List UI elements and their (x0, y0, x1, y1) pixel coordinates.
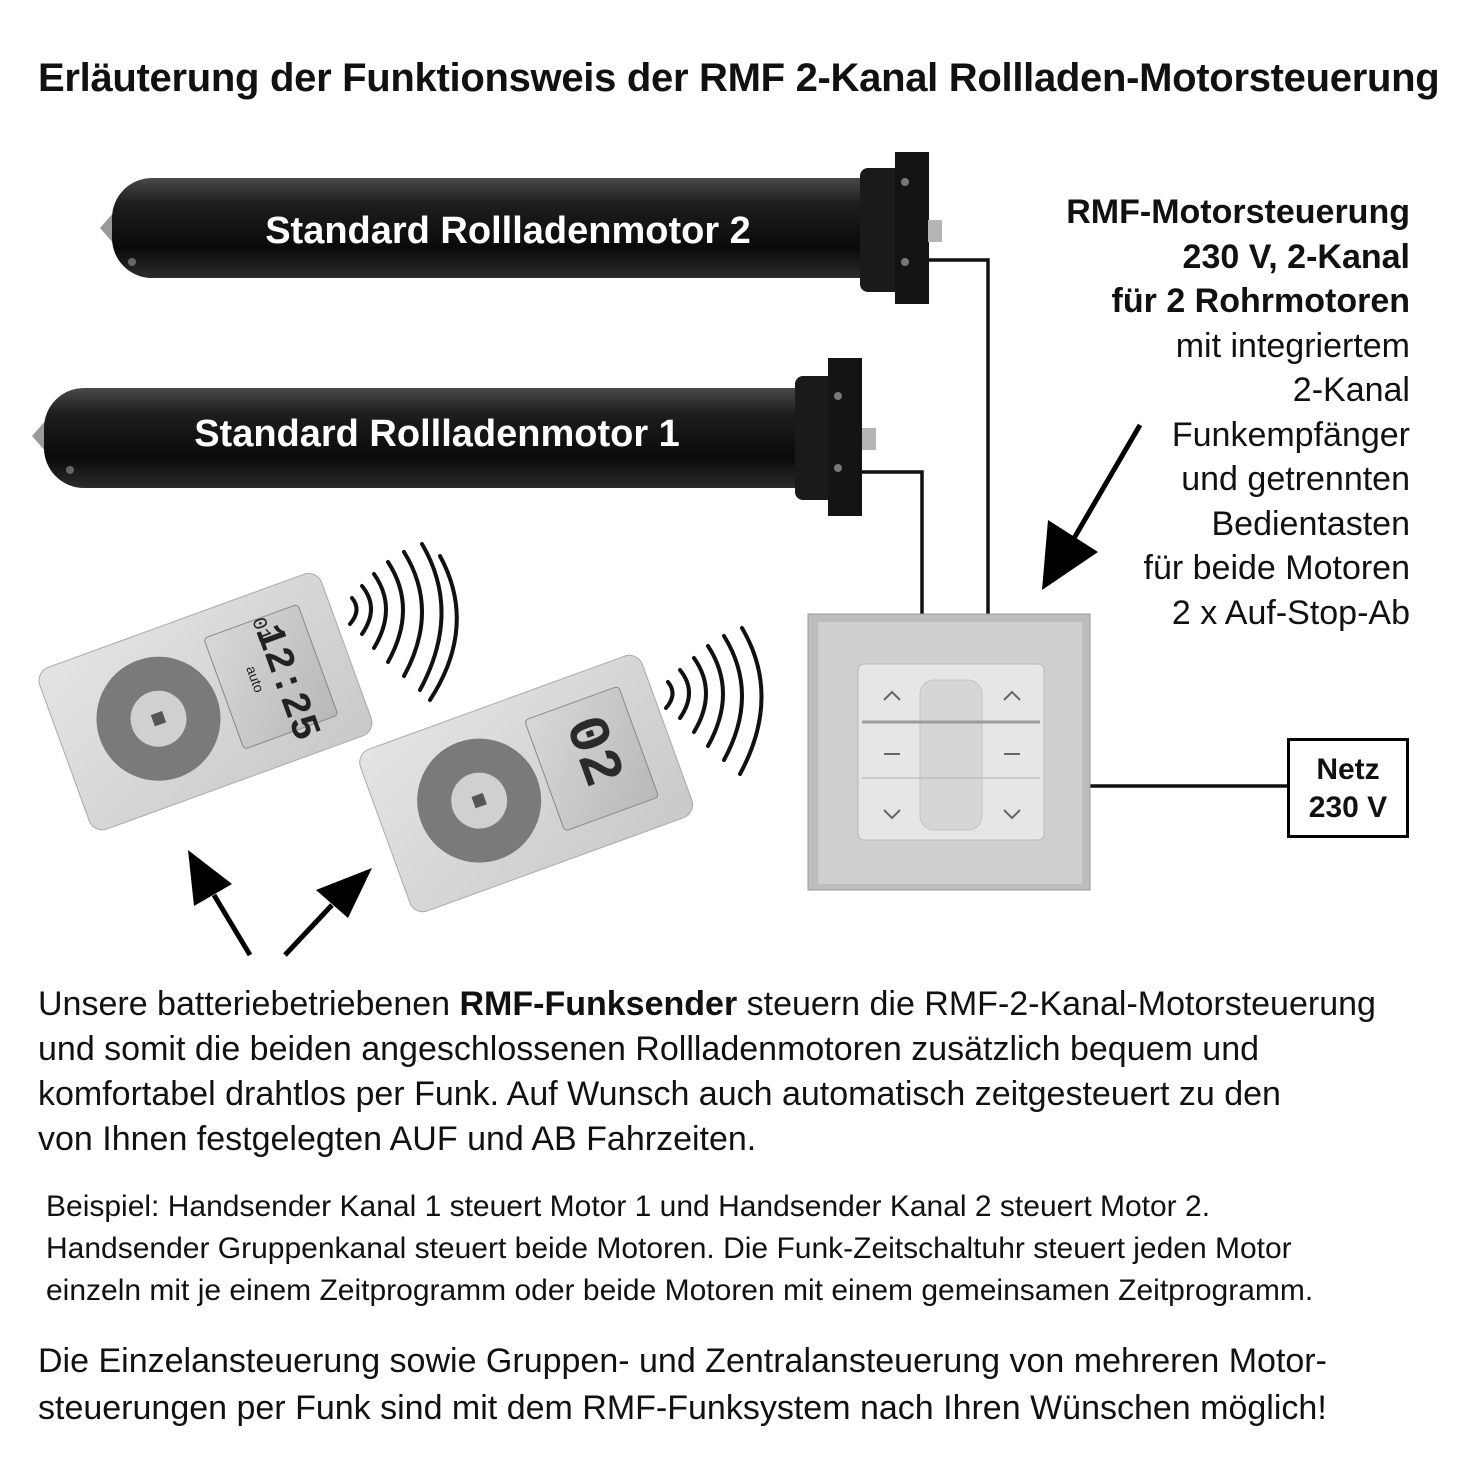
desc-bold-line: RMF-Motorsteuerung (1066, 193, 1410, 231)
p3-line: Die Einzelansteuerung sowie Gruppen- und… (38, 1342, 1327, 1380)
power-box-line1: Netz (1316, 753, 1380, 786)
radio-waves-2-icon (664, 626, 764, 776)
controller-panel (807, 613, 1091, 891)
remote-handheld (359, 654, 694, 913)
p2-line: einzeln mit je einem Zeitprogramm oder b… (46, 1274, 1314, 1307)
p1-bold: RMF-Funksender (459, 985, 738, 1023)
page-title: Erläuterung der Funktionsweis der RMF 2-… (38, 56, 1440, 100)
paragraph-1: Unsere batteriebetriebenen RMF-Funksende… (38, 982, 1376, 1162)
arrow-to-remote2-icon (283, 868, 372, 957)
desc-bold-line: für 2 Rohrmotoren (1111, 282, 1410, 320)
motor-2-label: Standard Rollladenmotor 2 (265, 210, 751, 252)
paragraph-2: Beispiel: Handsender Kanal 1 steuert Mot… (46, 1186, 1313, 1312)
remote-timer (38, 572, 373, 831)
p1-text: Unsere batteriebetriebenen (38, 985, 460, 1023)
p1-line: von Ihnen festgelegten AUF und AB Fahrze… (38, 1120, 757, 1158)
desc-line: für beide Motoren (1143, 549, 1411, 587)
p2-line: Handsender Gruppenkanal steuert beide Mo… (46, 1232, 1292, 1265)
motor-1 (32, 358, 876, 516)
ch1-up-icon (883, 690, 901, 701)
ch1-down-icon (883, 809, 901, 820)
desc-line: Funkempfänger (1171, 415, 1410, 454)
ch2-up-icon (1003, 690, 1021, 701)
controller-description: RMF-Motorsteuerung 230 V, 2-Kanal für 2 … (1066, 190, 1410, 635)
p3-line: steuerungen per Funk sind mit dem RMF-Fu… (38, 1389, 1327, 1427)
desc-line: mit integriertem (1175, 326, 1410, 365)
desc-line: 2 x Auf-Stop-Ab (1171, 593, 1410, 632)
arrow-to-controller-icon (1042, 423, 1143, 590)
power-box: Netz 230 V (1287, 738, 1409, 838)
desc-line: und getrennten (1181, 460, 1410, 498)
p2-line: Beispiel: Handsender Kanal 1 steuert Mot… (46, 1190, 1211, 1223)
ch2-down-icon (1003, 809, 1021, 820)
p1-line: komfortabel drahtlos per Funk. Auf Wunsc… (38, 1075, 1281, 1113)
wire-motor1 (860, 470, 924, 615)
motor-2 (100, 152, 942, 304)
motor-1-label: Standard Rollladenmotor 1 (194, 413, 680, 455)
desc-line: 2-Kanal (1292, 371, 1410, 409)
wire-motor2 (925, 258, 990, 615)
paragraph-3: Die Einzelansteuerung sowie Gruppen- und… (38, 1338, 1327, 1432)
radio-waves-1-icon (348, 542, 459, 702)
desc-line: Bedientasten (1211, 504, 1411, 543)
p1-text: steuern die RMF-2-Kanal-Motorsteuerung (737, 985, 1376, 1023)
arrow-to-remote1-icon (188, 850, 253, 957)
desc-bold-line: 230 V, 2-Kanal (1182, 237, 1410, 276)
power-box-line2: 230 V (1308, 791, 1388, 824)
p1-line: und somit die beiden angeschlossenen Rol… (38, 1030, 1260, 1068)
